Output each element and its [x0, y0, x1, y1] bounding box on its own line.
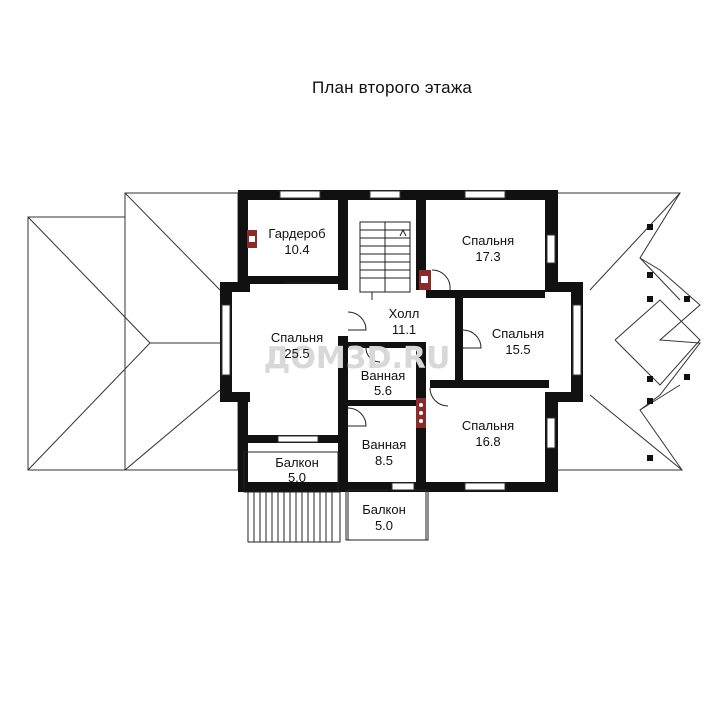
watermark: ДОМ3D.RU	[264, 341, 451, 376]
room-name: Холл	[389, 306, 420, 321]
vents	[247, 230, 431, 428]
room-labels: Гардероб 10.4 Спальня 17.3 Холл 11.1 Спа…	[268, 226, 544, 533]
room-name: Балкон	[275, 455, 319, 470]
room-name: Балкон	[362, 502, 406, 517]
staircase	[359, 221, 411, 300]
room-area: 16.8	[475, 434, 500, 449]
room-area: 8.5	[375, 453, 393, 468]
exterior-stairs	[247, 491, 341, 543]
windows	[221, 190, 582, 491]
room-name: Гардероб	[268, 226, 325, 241]
room-name: Ванная	[361, 368, 406, 383]
room-name: Спальня	[492, 326, 544, 341]
right-roof	[554, 192, 701, 471]
room-area: 10.4	[284, 242, 309, 257]
room-area: 5.0	[375, 518, 393, 533]
room-name: Спальня	[462, 233, 514, 248]
room-name: Спальня	[462, 418, 514, 433]
room-area: 11.1	[392, 322, 416, 337]
room-name: Ванная	[362, 437, 407, 452]
room-area: 15.5	[505, 342, 530, 357]
left-roof	[27, 192, 239, 471]
room-area: 5.6	[374, 383, 392, 398]
room-area: 17.3	[475, 249, 500, 264]
doors	[285, 269, 482, 427]
plan-title: План второго этажа	[311, 78, 473, 97]
room-area: 5.0	[288, 470, 306, 485]
room-area: 25.5	[284, 346, 309, 361]
room-name: Спальня	[271, 330, 323, 345]
